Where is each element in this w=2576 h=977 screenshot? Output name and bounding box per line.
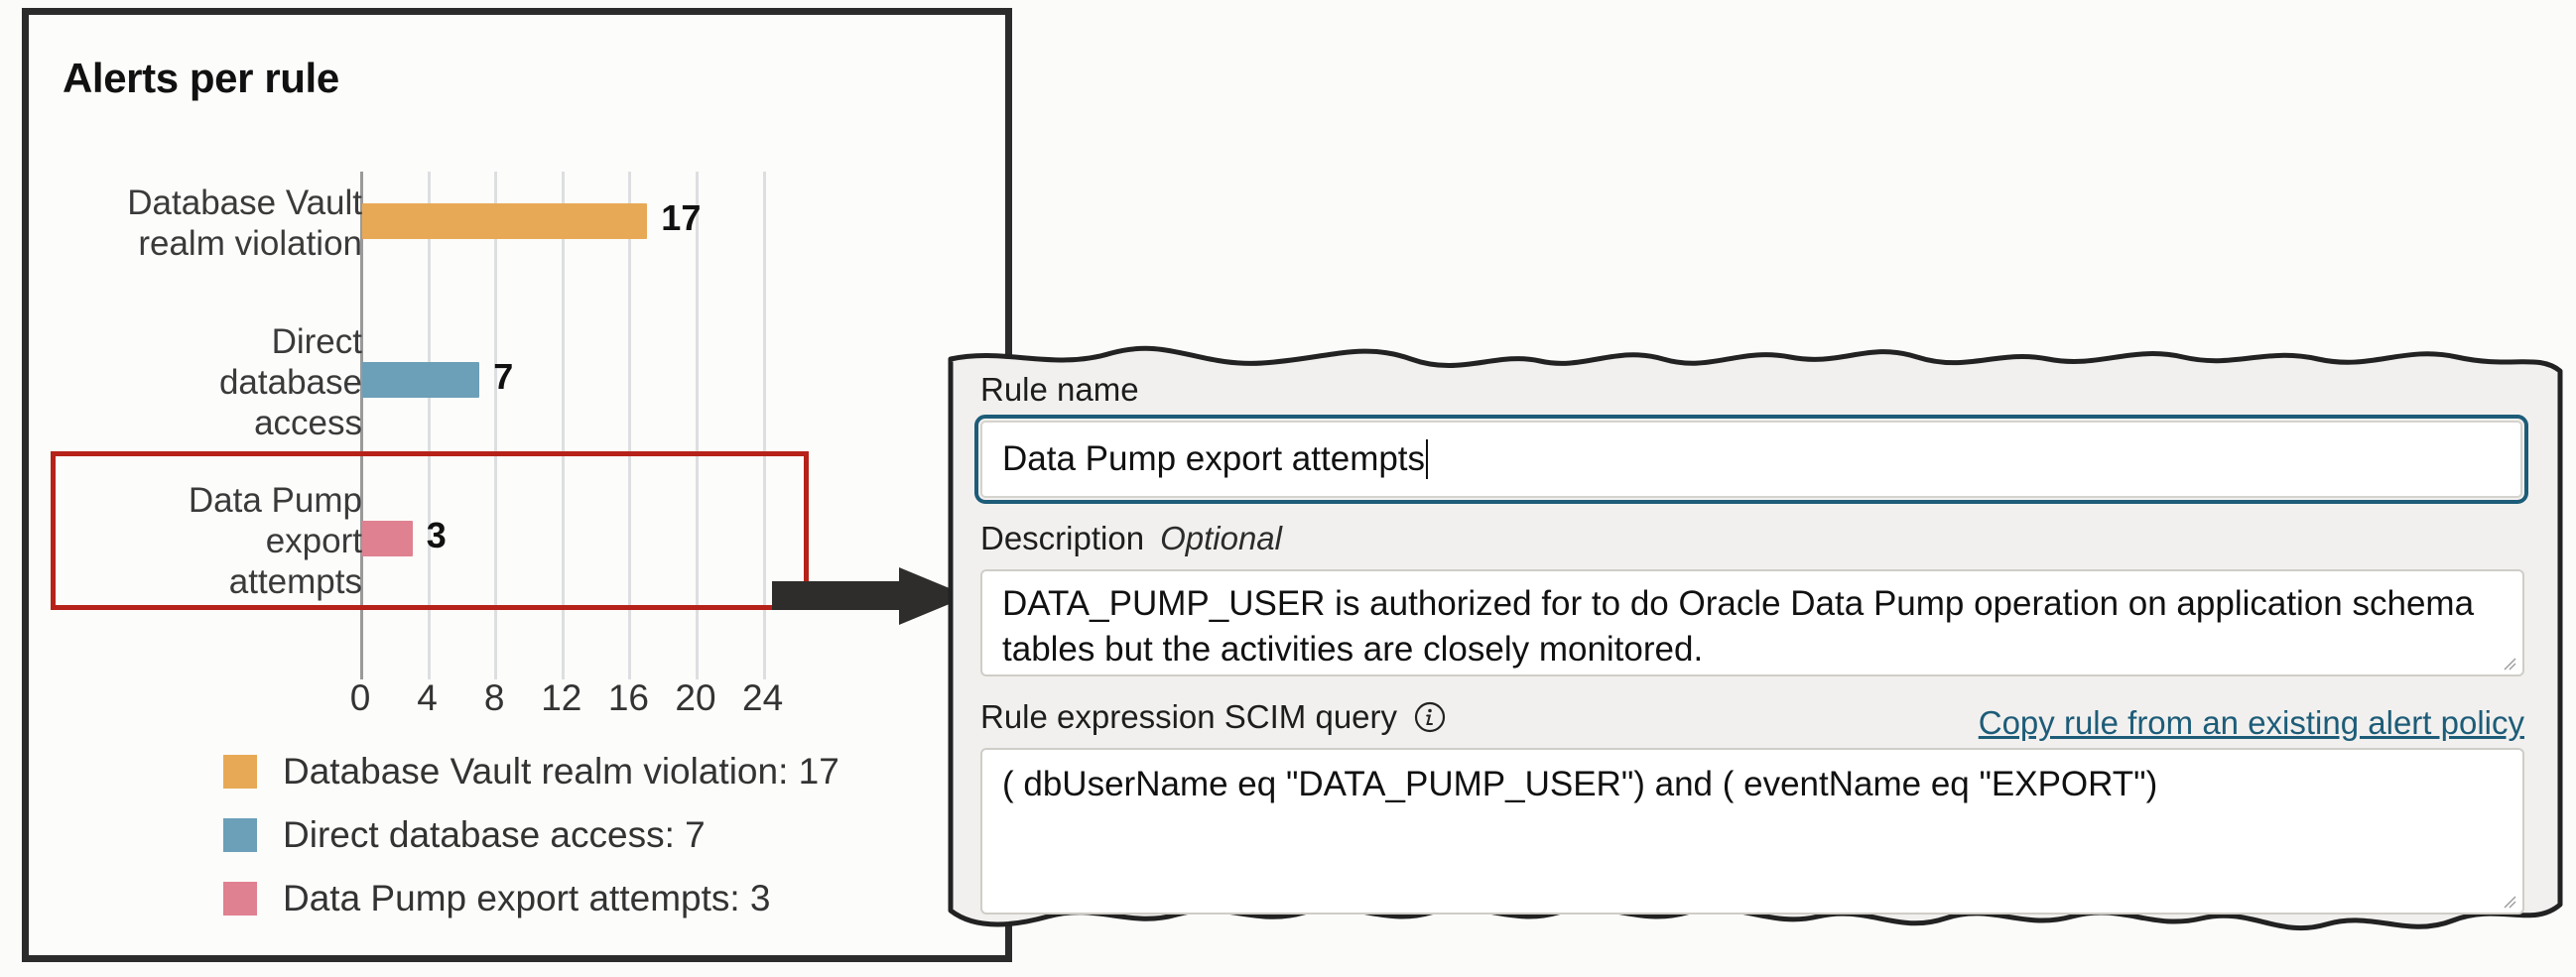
- x-tick-label: 12: [541, 677, 582, 718]
- bar[interactable]: [362, 362, 480, 398]
- legend-item[interactable]: Database Vault realm violation: 17: [223, 751, 839, 793]
- gridline: [762, 172, 766, 679]
- x-axis-ticks: 0 4 8 12 16 20 24: [29, 677, 1005, 733]
- gridline: [628, 172, 632, 679]
- scim-query-textarea[interactable]: ( dbUserName eq "DATA_PUMP_USER") and ( …: [980, 748, 2524, 915]
- description-textarea[interactable]: DATA_PUMP_USER is authorized for to do O…: [980, 569, 2524, 676]
- gridline: [427, 172, 431, 679]
- gridline: [561, 172, 565, 679]
- legend-label: Direct database access: 7: [283, 814, 706, 855]
- x-tick-label: 20: [675, 677, 716, 718]
- x-tick-label: 4: [417, 677, 438, 718]
- resize-grip-icon[interactable]: [2501, 655, 2516, 671]
- description-optional-tag: Optional: [1160, 520, 1282, 556]
- page-title: Alerts per rule: [63, 55, 339, 101]
- bar[interactable]: [362, 203, 648, 239]
- highlight-box-data-pump: [51, 451, 809, 610]
- x-tick-label: 24: [742, 677, 784, 718]
- info-icon[interactable]: [1413, 700, 1447, 734]
- legend-item[interactable]: Data Pump export attempts: 3: [223, 878, 839, 919]
- rule-name-input[interactable]: Data Pump export attempts: [974, 415, 2528, 504]
- legend-label: Data Pump export attempts: 3: [283, 878, 771, 918]
- legend-item[interactable]: Direct database access: 7: [223, 814, 839, 856]
- x-tick-label: 0: [349, 677, 371, 718]
- legend-swatch: [223, 818, 257, 852]
- copy-rule-from-existing-alert-policy-link[interactable]: Copy rule from an existing alert policy: [1978, 704, 2524, 741]
- text-caret: [1426, 439, 1429, 479]
- right-arrow-icon: [772, 565, 970, 627]
- bar-value-label: 3: [426, 515, 447, 555]
- legend-swatch: [223, 755, 257, 789]
- description-label: Description Optional: [980, 520, 1282, 556]
- bar[interactable]: [362, 521, 413, 556]
- bar-value-label: 7: [493, 356, 514, 397]
- bar-value-label: 17: [661, 197, 702, 238]
- x-tick-label: 16: [607, 677, 649, 718]
- legend-label: Database Vault realm violation: 17: [283, 751, 839, 792]
- gridline: [360, 172, 363, 679]
- chart-legend: Database Vault realm violation: 17 Direct…: [223, 751, 839, 941]
- gridline: [696, 172, 699, 679]
- legend-swatch: [223, 882, 257, 916]
- resize-grip-icon[interactable]: [2501, 893, 2516, 909]
- gridline: [494, 172, 498, 679]
- scim-query-label: Rule expression SCIM query: [980, 698, 1447, 736]
- rule-editor-panel: Rule name Data Pump export attempts Desc…: [945, 337, 2564, 940]
- x-tick-label: 8: [483, 677, 505, 718]
- rule-name-label: Rule name: [980, 371, 1139, 408]
